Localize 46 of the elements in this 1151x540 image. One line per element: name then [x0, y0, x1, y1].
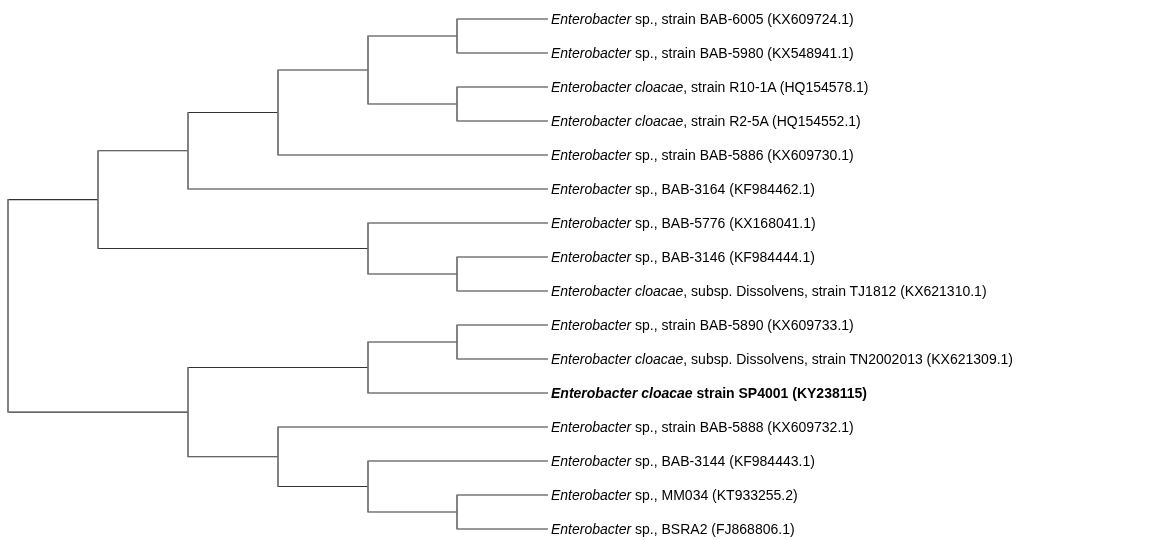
- taxon-label: Enterobacter sp., BSRA2 (FJ868806.1): [550, 520, 796, 538]
- tree-branch: [98, 150, 188, 152]
- taxon-label: Enterobacter sp., BAB-3144 (KF984443.1): [550, 452, 816, 470]
- tree-branch: [457, 290, 549, 292]
- tree-branch: [368, 273, 457, 275]
- tree-branch: [278, 69, 368, 71]
- taxon-label: Enterobacter sp., BAB-3146 (KF984444.1): [550, 248, 816, 266]
- tree-branch: [188, 456, 278, 458]
- taxon-label: Enterobacter sp., MM034 (KT933255.2): [550, 486, 799, 504]
- tree-branch: [457, 256, 549, 258]
- tree-branch: [368, 35, 457, 37]
- tree-branch: [368, 222, 549, 224]
- taxon-label: Enterobacter cloacae strain SP4001 (KY238115): [550, 384, 868, 402]
- taxon-label: Enterobacter sp., strain BAB-6005 (KX609724.1): [550, 10, 855, 28]
- tree-branch: [278, 154, 549, 156]
- taxon-label: Enterobacter cloacae, strain R2-5A (HQ154552.1): [550, 112, 862, 130]
- tree-branch: [368, 341, 457, 343]
- tree-branch: [368, 392, 549, 394]
- tree-branch: [368, 511, 457, 513]
- taxon-label: Enterobacter cloacae, strain R10-1A (HQ154578.1): [550, 78, 870, 96]
- tree-branch: [457, 86, 549, 88]
- taxon-label: Enterobacter sp., BAB-5776 (KX168041.1): [550, 214, 817, 232]
- tree-branch: [188, 188, 549, 190]
- taxon-label: Enterobacter sp., strain BAB-5890 (KX609733.1): [550, 316, 855, 334]
- taxon-label: Enterobacter sp., strain BAB-5980 (KX548941.1): [550, 44, 855, 62]
- tree-branch: [457, 528, 549, 530]
- tree-branch: [8, 411, 188, 413]
- taxon-label: Enterobacter sp., strain BAB-5886 (KX609730.1): [550, 146, 855, 164]
- tree-branch: [368, 103, 457, 105]
- tree-branch: [368, 460, 549, 462]
- taxon-label: Enterobacter sp., BAB-3164 (KF984462.1): [550, 180, 816, 198]
- taxon-label: Enterobacter cloacae, subsp. Dissolvens, strain TJ1812 (KX621310.1): [550, 282, 988, 300]
- tree-branch: [457, 120, 549, 122]
- taxon-label: Enterobacter cloacae, subsp. Dissolvens, strain TN2002013 (KX621309.1): [550, 350, 1015, 368]
- tree-branch: [188, 366, 368, 369]
- tree-branch: [457, 358, 549, 360]
- tree-branch: [457, 494, 549, 496]
- tree-branch: [457, 18, 549, 20]
- tree-branch: [278, 485, 368, 488]
- tree-branch: [457, 324, 549, 326]
- tree-branch: [8, 199, 98, 201]
- tree-branch: [188, 111, 278, 114]
- tree-branch: [278, 426, 549, 428]
- tree-branch: [98, 247, 368, 250]
- tree-branch: [457, 52, 549, 54]
- taxon-label: Enterobacter sp., strain BAB-5888 (KX609732.1): [550, 418, 855, 436]
